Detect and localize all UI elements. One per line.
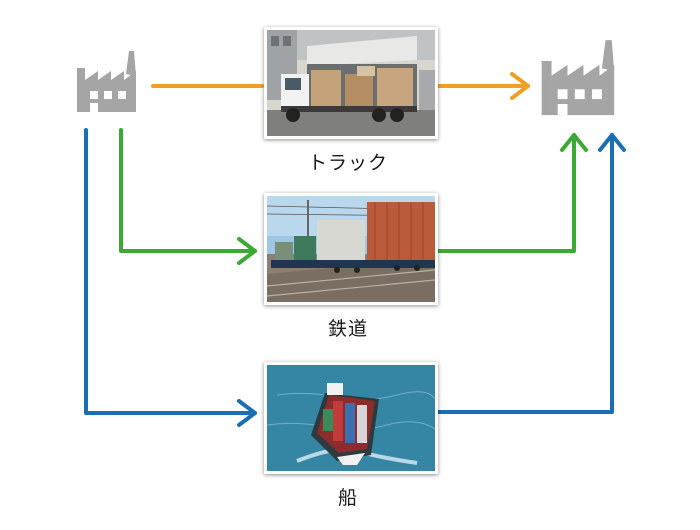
rail-photo <box>264 193 438 305</box>
origin-factory-icon <box>77 51 136 112</box>
ship-label: 船 <box>337 487 358 509</box>
truck-arrow <box>151 72 530 100</box>
ship-arrow <box>84 128 626 427</box>
truck-photo <box>264 27 438 139</box>
destination-factory-icon <box>541 40 615 116</box>
rail-label: 鉄道 <box>327 318 368 340</box>
rail-arrow <box>119 128 588 265</box>
ship-photo <box>264 362 438 474</box>
truck-label: トラック <box>307 152 388 174</box>
